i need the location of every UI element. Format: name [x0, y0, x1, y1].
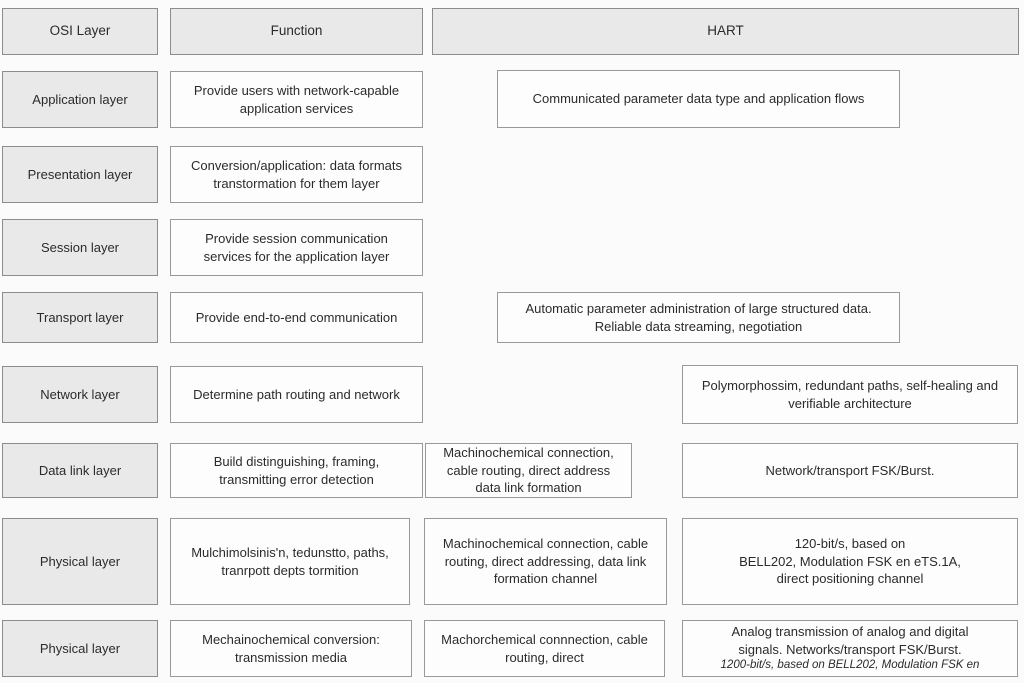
cell-hart-transport: Automatic parameter administration of la… — [497, 292, 900, 343]
cell-function-network: Determine path routing and network — [170, 366, 423, 423]
header-cell-hart: HART — [432, 8, 1019, 55]
cell-layer-physical-1: Physical layer — [2, 518, 158, 605]
cell-hart2-physical-1: 120-bit/s, based on BELL202, Modulation … — [682, 518, 1018, 605]
cell-text-line: signals. Networks/transport FSK/Burst. — [738, 641, 962, 657]
cell-hart-application: Communicated parameter data type and app… — [497, 70, 900, 128]
cell-text-line: BELL202, Modulation FSK en eTS.1A, — [739, 553, 961, 569]
cell-layer-application: Application layer — [2, 71, 158, 128]
cell-text-line: Analog transmission of analog and digita… — [731, 624, 969, 640]
cell-function-transport: Provide end-to-end communication — [170, 292, 423, 343]
cell-layer-physical-2: Physical layer — [2, 620, 158, 677]
header-cell-osi-layer: OSI Layer — [2, 8, 158, 55]
cell-hart1-physical-1: Machinochemical connection, cable routin… — [424, 518, 667, 605]
cell-function-datalink: Build distinguishing, framing, transmitt… — [170, 443, 423, 498]
cell-hart-network: Polymorphossim, redundant paths, self-he… — [682, 365, 1018, 424]
cell-function-application: Provide users with network-capable appli… — [170, 71, 423, 128]
cell-hart2-physical-2: Analog transmission of analog and digita… — [682, 620, 1018, 677]
cell-layer-datalink: Data link layer — [2, 443, 158, 498]
cell-layer-transport: Transport layer — [2, 292, 158, 343]
cell-text-line: 120-bit/s, based on — [794, 536, 906, 552]
cell-layer-session: Session layer — [2, 219, 158, 276]
cell-function-presentation: Conversion/application: data formats tra… — [170, 146, 423, 203]
cell-hart2-datalink: Network/transport FSK/Burst. — [682, 443, 1018, 498]
header-cell-function: Function — [170, 8, 423, 55]
cell-text-line: direct positioning channel — [776, 571, 924, 587]
cell-hart1-physical-2: Machorchemical connnection, cable routin… — [424, 620, 665, 677]
cell-function-session: Provide session communication services f… — [170, 219, 423, 276]
cell-layer-network: Network layer — [2, 366, 158, 423]
cell-function-physical-2: Mechainochemical conversion: transmissio… — [170, 620, 412, 677]
cell-function-physical-1: Mulchimolsinis'n, tedunstto, paths, tran… — [170, 518, 410, 605]
cell-hart1-datalink: Machinochemical connection, cable routin… — [425, 443, 632, 498]
cell-text-line-italic: 1200-bit/s, based on BELL202, Modulation… — [720, 659, 980, 672]
cell-layer-presentation: Presentation layer — [2, 146, 158, 203]
